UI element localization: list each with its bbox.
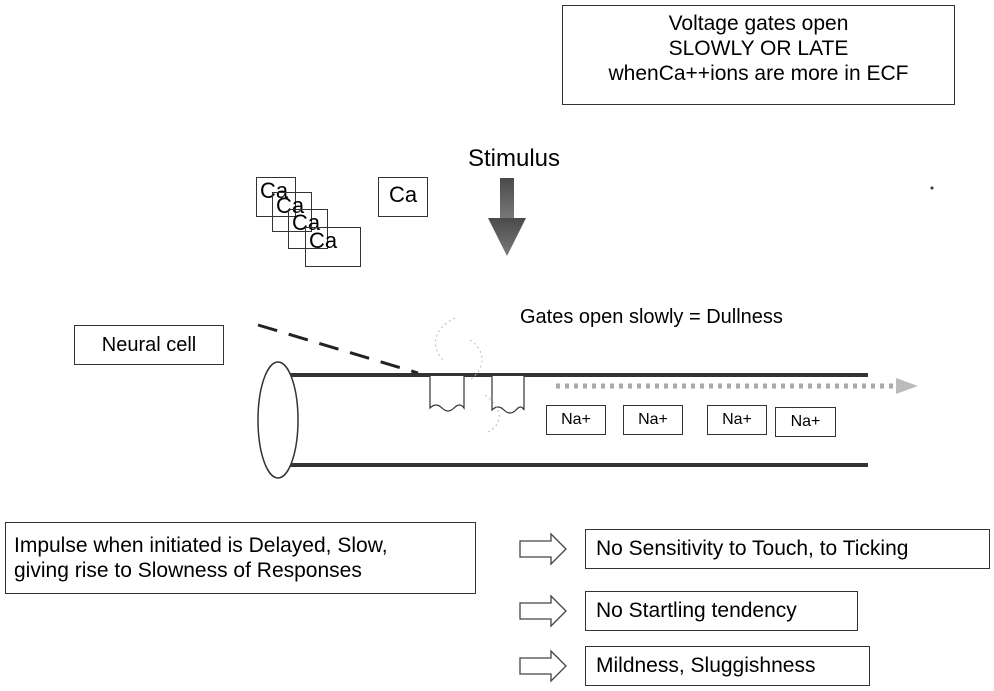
- impulse-line-2: giving rise to Slowness of Responses: [14, 559, 362, 582]
- na-ion: Na+: [623, 405, 683, 435]
- ca-ion: Ca: [272, 192, 312, 232]
- axon-tube: [257, 361, 868, 479]
- neural-cell-pointer: [257, 323, 419, 375]
- note-box: Voltage gates open SLOWLY OR LATE whenCa…: [562, 5, 955, 105]
- impulse-box: Impulse when initiated is Delayed, Slow,…: [5, 522, 476, 594]
- ca-ion: Ca: [256, 177, 296, 217]
- note-line-1: Voltage gates open: [668, 12, 849, 35]
- neural-cell-label: Neural cell: [74, 325, 224, 365]
- outcome-arrow-icons: [519, 532, 567, 683]
- na-ion: Na+: [546, 405, 606, 435]
- stimulus-arrow-icon: [488, 178, 526, 256]
- na-ion: Na+: [707, 405, 767, 435]
- outcome-startling-tendency: No Startling tendency: [585, 591, 858, 631]
- gate-opening-swirl: [435, 317, 500, 433]
- ca-ion: Ca: [378, 177, 428, 217]
- impulse-dotted-arrow: [556, 378, 918, 394]
- stimulus-label: Stimulus: [468, 145, 561, 172]
- stray-dot: [930, 186, 934, 190]
- gates-label: Gates open slowly = Dullness: [520, 306, 783, 328]
- ca-ion: Ca: [305, 227, 361, 267]
- outcome-touch-sensitivity: No Sensitivity to Touch, to Ticking: [585, 529, 990, 569]
- gate-channel-icon: [429, 376, 525, 414]
- neural-cell-text: Neural cell: [101, 334, 197, 356]
- note-line-2: SLOWLY OR LATE: [668, 37, 849, 60]
- na-ion: Na+: [775, 407, 836, 437]
- note-line-3: whenCa++ions are more in ECF: [608, 62, 909, 85]
- ca-ion: Ca: [288, 209, 328, 249]
- impulse-line-1: Impulse when initiated is Delayed, Slow,: [14, 534, 388, 557]
- outcome-mildness-sluggishness: Mildness, Sluggishness: [585, 646, 870, 686]
